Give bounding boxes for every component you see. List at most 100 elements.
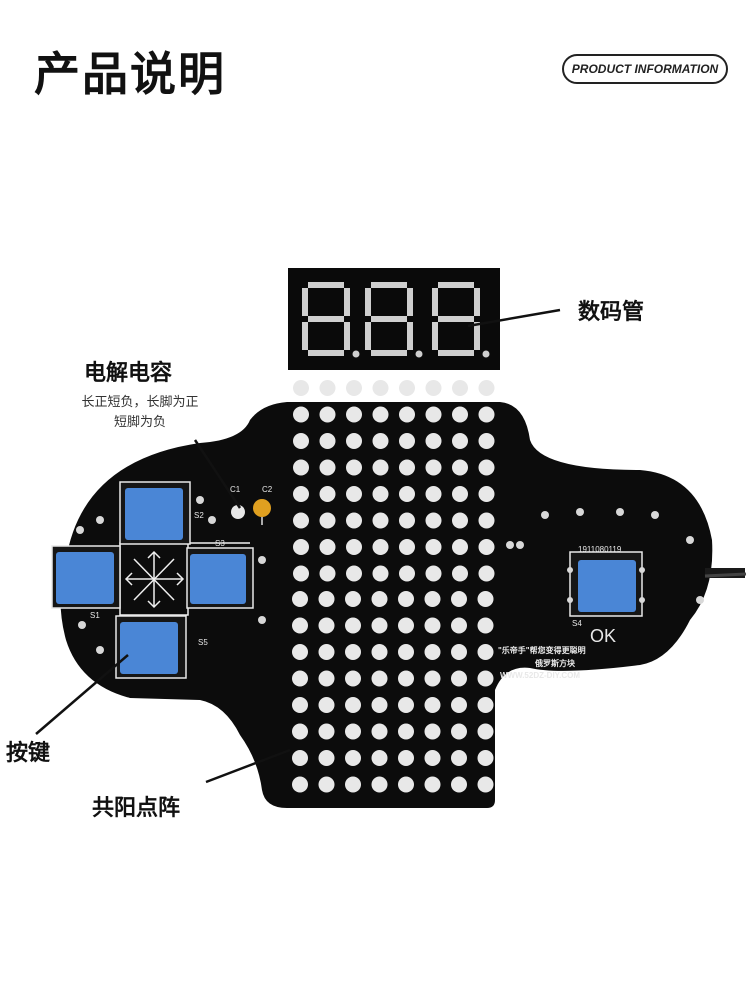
led-dot <box>425 406 442 423</box>
led-dot <box>424 750 441 766</box>
led-dot <box>319 539 336 555</box>
button-up <box>119 481 191 545</box>
led-dot <box>371 697 388 713</box>
led-dot <box>478 539 495 555</box>
led-dot <box>292 591 308 607</box>
page-title: 产品说明 <box>34 47 226 101</box>
decimal-point <box>482 350 490 358</box>
led-dot <box>292 750 308 766</box>
led-dot <box>451 644 467 660</box>
led-dot <box>346 539 362 555</box>
led-dot <box>371 670 388 687</box>
led-dot <box>372 565 389 582</box>
led-dot <box>399 380 415 396</box>
segment <box>474 322 480 350</box>
segment <box>371 316 407 322</box>
product-info-badge: PRODUCT INFORMATION <box>562 54 728 84</box>
segment <box>302 322 308 350</box>
led-dot <box>319 406 336 423</box>
led-dot <box>318 697 335 713</box>
led-dot <box>452 539 468 555</box>
led-dot <box>292 644 308 660</box>
led-dot <box>345 670 361 687</box>
label-display: 数码管 <box>578 300 645 325</box>
led-dot <box>477 750 494 766</box>
silk-c1: C1 <box>230 485 241 494</box>
led-dot <box>425 433 442 449</box>
led-dot <box>424 670 441 687</box>
segment <box>365 322 371 350</box>
segment <box>365 288 371 316</box>
led-dot <box>425 565 442 582</box>
led-dot <box>398 697 414 713</box>
led-dot <box>319 486 336 502</box>
led-dot <box>345 776 361 793</box>
decimal-point <box>415 350 423 358</box>
led-dot <box>346 565 362 582</box>
led-dot <box>371 617 388 634</box>
led-dot <box>398 670 414 687</box>
led-dot <box>345 644 361 660</box>
led-dot <box>478 406 495 423</box>
led-dot <box>318 750 335 766</box>
led-matrix <box>292 380 495 793</box>
label-matrix: 共阳点阵 <box>92 796 181 821</box>
led-dot <box>292 697 308 713</box>
led-dot <box>451 591 467 607</box>
direction-arrows-icon <box>124 550 185 609</box>
segment <box>438 316 474 322</box>
led-dot <box>318 591 335 607</box>
led-dot <box>478 565 495 582</box>
led-dot <box>425 512 442 529</box>
led-dot <box>345 617 361 634</box>
led-dot <box>293 486 309 502</box>
led-dot <box>477 670 494 687</box>
segment <box>308 316 344 322</box>
led-dot <box>425 539 442 555</box>
led-dot <box>371 591 388 607</box>
led-dot <box>425 459 442 476</box>
led-dot <box>398 591 414 607</box>
capacitor-note-1: 长正短负，长脚为正 <box>81 395 199 410</box>
led-dot <box>478 433 495 449</box>
button-down <box>115 615 187 679</box>
led-dot <box>398 644 414 660</box>
led-dot <box>424 697 441 713</box>
led-dot <box>319 433 336 449</box>
silk-s5: S5 <box>198 638 208 647</box>
led-dot <box>399 406 415 423</box>
led-dot <box>292 670 308 687</box>
led-dot <box>451 776 467 793</box>
led-dot <box>399 433 415 449</box>
led-dot <box>293 406 309 423</box>
electrolytic-capacitor <box>231 499 271 525</box>
led-dot <box>345 591 361 607</box>
led-dot <box>399 539 415 555</box>
led-dot <box>293 512 309 529</box>
led-dot <box>399 512 415 529</box>
led-dot <box>293 539 309 555</box>
led-dot <box>292 723 308 740</box>
led-dot <box>424 644 441 660</box>
segment <box>344 322 350 350</box>
segment <box>308 350 344 356</box>
led-dot <box>345 750 361 766</box>
segment <box>438 282 474 288</box>
led-dot <box>451 670 467 687</box>
segment <box>344 288 350 316</box>
led-dot <box>477 644 494 660</box>
led-dot <box>452 406 468 423</box>
led-dot <box>372 512 389 529</box>
led-dot <box>477 617 494 634</box>
led-dot <box>293 380 309 396</box>
led-dot <box>478 380 495 396</box>
display-segments <box>302 282 490 358</box>
silk-s1: S1 <box>90 611 100 620</box>
silk-code: 1911080119 <box>578 545 622 554</box>
led-dot <box>292 776 308 793</box>
led-dot <box>452 486 468 502</box>
silk-s2: S2 <box>194 511 204 520</box>
led-dot <box>345 697 361 713</box>
led-dot <box>346 433 362 449</box>
